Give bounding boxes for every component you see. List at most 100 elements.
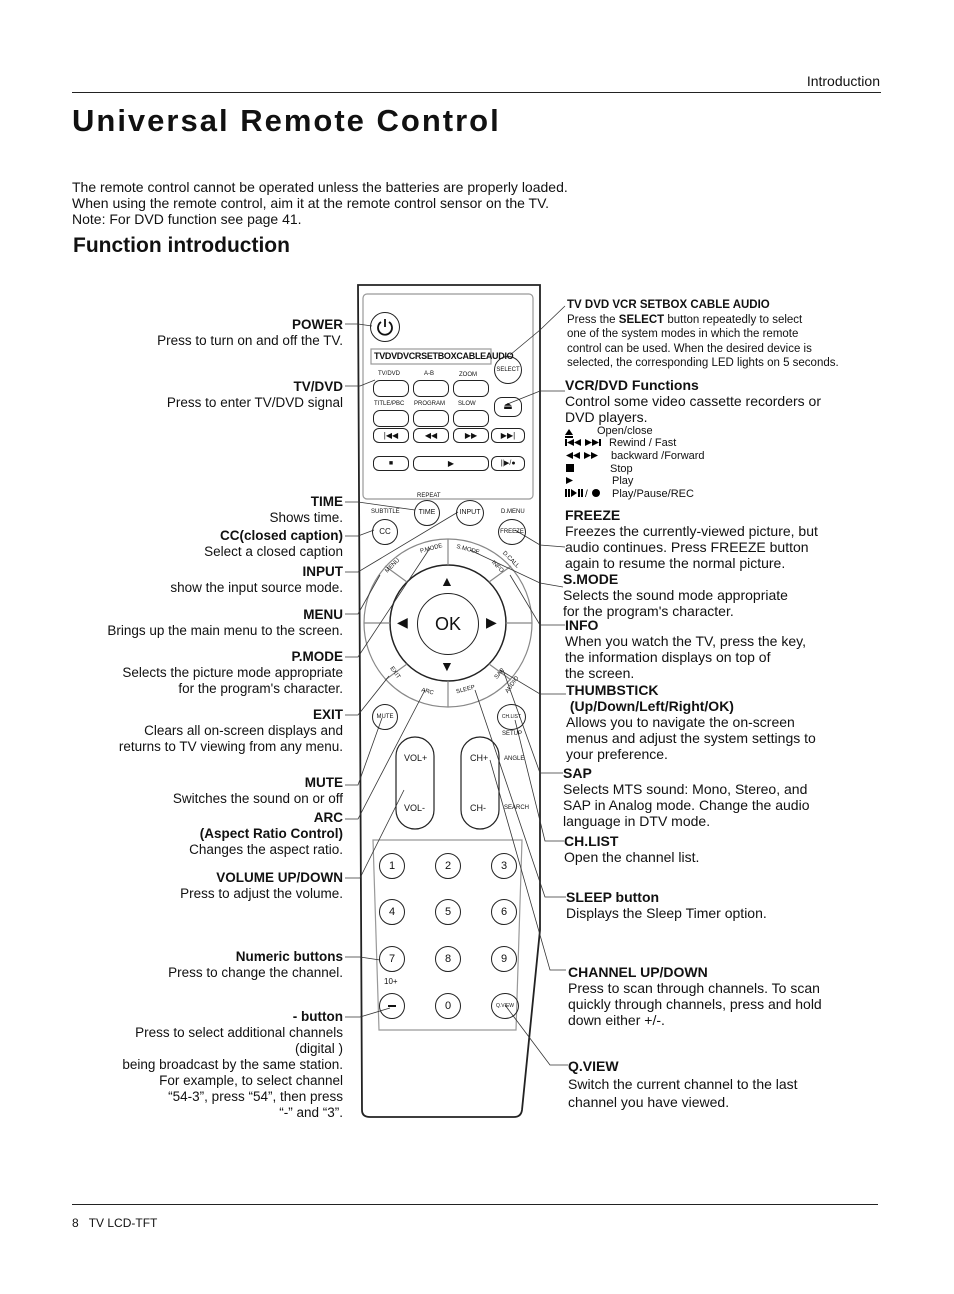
intro-text: The remote control cannot be operated un… <box>72 179 568 227</box>
tvdvd-button[interactable] <box>373 380 409 397</box>
vcr-backward-forward: backward /Forward <box>611 450 705 462</box>
digit-9-button[interactable]: 9 <box>491 946 517 972</box>
zoom-button[interactable] <box>453 380 489 397</box>
zoom-label: ZOOM <box>459 372 477 378</box>
dash-button[interactable] <box>379 993 405 1019</box>
qview-button[interactable]: Q.VIEW <box>491 993 519 1019</box>
ab-button[interactable] <box>413 380 449 397</box>
vcr-icon-column: / <box>565 429 601 500</box>
digit-6-button[interactable]: 6 <box>491 899 517 925</box>
setup-label: SETUP <box>502 731 523 737</box>
ch-up-button[interactable]: CH+ <box>470 753 489 763</box>
select-button[interactable]: SELECT <box>494 356 522 384</box>
play-button[interactable]: ▶ <box>413 456 489 471</box>
label-thumbstick: THUMBSTICK (Up/Down/Left/Right/OK)Allows… <box>566 682 816 762</box>
title-pbc-button[interactable] <box>373 410 409 427</box>
digit-5-button[interactable]: 5 <box>435 899 461 925</box>
mode-setbox: SETBOX <box>421 351 457 361</box>
digit-3-button[interactable]: 3 <box>491 853 517 879</box>
vol-up-button[interactable]: VOL+ <box>404 753 428 763</box>
skip-forward-icon: ▶▶| <box>500 431 516 440</box>
next-button[interactable]: ▶▶| <box>491 428 525 443</box>
tvdvd-label: TV/DVD <box>378 371 401 377</box>
angle-label: ANGLE <box>504 756 525 762</box>
chlist-button[interactable]: CH.LIST <box>497 704 526 730</box>
ok-button[interactable]: OK <box>417 593 479 655</box>
slow-label: SLOW <box>458 401 476 407</box>
time-button[interactable]: TIME <box>414 500 440 526</box>
down-arrow-icon[interactable]: ▼ <box>440 658 454 674</box>
transport-row: |◀◀ ◀◀ ▶▶ ▶▶| ■ ▶ ||▶/● <box>373 428 525 471</box>
label-modes: TV DVD VCR SETBOX CABLE AUDIO Press the … <box>567 299 839 369</box>
label-cc: CC(closed caption)Select a closed captio… <box>204 528 343 559</box>
power-button[interactable] <box>370 312 400 342</box>
mode-audio: AUDIO <box>485 351 514 361</box>
left-arrow-icon[interactable]: ◀ <box>397 614 408 630</box>
right-arrow-icon[interactable]: ▶ <box>486 614 497 630</box>
ab-label: A-B <box>424 371 435 377</box>
vcr-play: Play <box>612 475 634 487</box>
play-icon: ▶ <box>447 459 455 468</box>
mute-button[interactable]: MUTE <box>372 704 398 730</box>
prev-button[interactable]: |◀◀ <box>373 428 409 443</box>
stop-button[interactable]: ■ <box>373 456 409 471</box>
dmenu-label: D.MENU <box>501 509 525 515</box>
mode-vcr: VCR <box>403 351 422 361</box>
freeze-button[interactable]: FREEZE <box>498 519 526 545</box>
vol-down-button[interactable]: VOL- <box>404 803 426 813</box>
vcr-play-pause-rec: Play/Pause/REC <box>612 488 694 500</box>
ch-down-button[interactable]: CH- <box>470 803 486 813</box>
up-arrow-icon[interactable]: ▲ <box>440 573 454 589</box>
title-pbc-label: TITLE/PBC <box>374 401 405 407</box>
svg-text:/: / <box>585 489 588 500</box>
footer-rule <box>72 1204 878 1205</box>
rewind-button[interactable]: ◀◀ <box>413 428 449 443</box>
vcr-open-close: Open/close <box>597 425 653 437</box>
cc-button[interactable]: CC <box>372 519 398 545</box>
eject-icon: ⏏ <box>503 401 513 412</box>
input-button[interactable]: INPUT <box>456 500 484 526</box>
play-pause-rec-button[interactable]: ||▶/● <box>491 456 525 471</box>
digit-7-button[interactable]: 7 <box>379 946 405 972</box>
footer: 8 TV LCD-TFT <box>72 1216 157 1230</box>
digit-2-button[interactable]: 2 <box>435 853 461 879</box>
mode-dvd: DVD <box>384 351 404 361</box>
digit-8-button[interactable]: 8 <box>435 946 461 972</box>
slow-button[interactable] <box>453 410 489 427</box>
mode-cable: CABLE <box>456 351 486 361</box>
digit-1-button[interactable]: 1 <box>379 853 405 879</box>
mode-leds: TV DVD VCR SETBOX CABLE AUDIO <box>374 351 514 361</box>
forward-button[interactable]: ▶▶ <box>453 428 489 443</box>
skip-back-icon: |◀◀ <box>383 431 399 440</box>
power-icon <box>377 319 393 336</box>
program-label: PROGRAM <box>414 401 446 407</box>
stop-icon: ■ <box>388 460 394 467</box>
eject-button[interactable]: ⏏ <box>494 397 522 417</box>
page-number: 8 <box>72 1216 79 1230</box>
digit-0-button[interactable]: 0 <box>435 993 461 1019</box>
rewind-icon: ◀◀ <box>424 431 438 440</box>
play-pause-rec-icon: ||▶/● <box>500 460 516 467</box>
program-button[interactable] <box>413 410 449 427</box>
digit-4-button[interactable]: 4 <box>379 899 405 925</box>
dash-icon <box>388 1005 396 1007</box>
header-rule <box>72 92 881 93</box>
page-title: Universal Remote Control <box>72 103 501 138</box>
